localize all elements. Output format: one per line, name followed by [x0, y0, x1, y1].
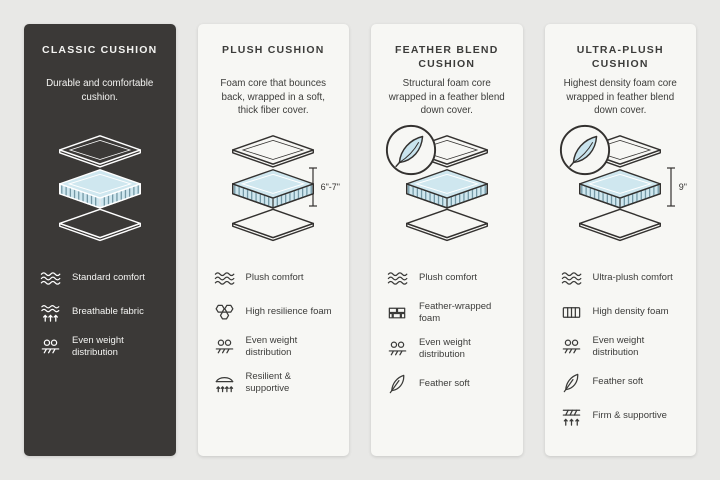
weight-distribution-icon	[39, 336, 63, 359]
waves-icon	[560, 267, 584, 290]
feature-label: Ultra-plush comfort	[592, 272, 673, 284]
feature-list: Plush comfort High resilience foam Even …	[211, 267, 337, 395]
feature-label: Feather-wrapped foam	[419, 301, 492, 325]
feather-icon	[568, 135, 597, 168]
feature-list: Ultra-plush comfort High density foam Ev…	[558, 267, 684, 428]
cushion-layers-diagram	[579, 135, 662, 242]
cushion-layers-illustration	[384, 124, 510, 249]
height-indicator: 9"	[666, 167, 687, 207]
feather-icon	[560, 371, 584, 394]
breathable-fabric-icon	[39, 301, 63, 324]
cushion-layers-diagram	[232, 135, 315, 242]
feature-label: Feather soft	[592, 376, 644, 388]
feature-item: Plush comfort	[213, 267, 335, 290]
brick-foam-icon	[386, 302, 410, 325]
waves-icon	[213, 267, 237, 290]
panel-feather-blend-cushion: FEATHER BLEND CUSHION Structural foam co…	[371, 24, 523, 456]
firm-supportive-icon	[560, 405, 584, 428]
feather-icon	[395, 135, 424, 168]
feature-label: Feather soft	[419, 377, 470, 389]
feature-item: High resilience foam	[213, 301, 335, 324]
weight-distribution-icon	[213, 336, 237, 359]
feature-label: Firm & supportive	[592, 410, 667, 422]
feature-label: Resilient & supportive	[245, 370, 291, 395]
measure-line-icon	[308, 167, 317, 207]
height-indicator: 6"-7"	[308, 167, 340, 207]
high-density-foam-icon	[560, 301, 584, 324]
resilient-supportive-icon	[213, 372, 237, 395]
panel-description: Foam core that bounces back, wrapped in …	[220, 78, 327, 117]
feature-item: Feather-wrapped foam	[386, 301, 508, 326]
feature-item: Breathable fabric	[39, 301, 161, 324]
feature-item: Firm & supportive	[560, 405, 682, 428]
height-label: 6"-7"	[320, 182, 340, 192]
feather-badge	[385, 124, 437, 176]
feature-label: High resilience foam	[245, 306, 332, 318]
feature-label: Plush comfort	[419, 272, 478, 284]
feather-badge	[559, 124, 610, 176]
weight-distribution-icon	[560, 336, 584, 359]
waves-icon	[39, 267, 63, 290]
feature-item: Ultra-plush comfort	[560, 267, 682, 290]
panel-title: FEATHER BLEND CUSHION	[395, 44, 499, 70]
feature-list: Standard comfort Breathable fabric Even …	[37, 267, 163, 360]
feature-label: Standard comfort	[72, 272, 145, 284]
feature-label: Even weight distribution	[245, 335, 298, 359]
panel-description: Structural foam core wrapped in a feathe…	[388, 78, 505, 117]
feature-item: Even weight distribution	[386, 337, 508, 362]
feature-item: Feather soft	[560, 371, 682, 394]
height-label: 9"	[678, 182, 687, 192]
feature-label: High density foam	[592, 306, 669, 318]
panel-title: ULTRA-PLUSH CUSHION	[576, 44, 664, 70]
feature-label: Even weight distribution	[419, 336, 471, 361]
cushion-layers-illustration: 6"-7"	[211, 133, 340, 249]
feature-item: Standard comfort	[39, 267, 161, 290]
feather-icon	[386, 372, 410, 395]
panel-ultra-plush-cushion: ULTRA-PLUSH CUSHION Highest density foam…	[544, 24, 696, 456]
feature-label: Plush comfort	[245, 272, 304, 284]
feature-item: High density foam	[560, 301, 682, 324]
weight-distribution-icon	[386, 338, 410, 361]
honeycomb-foam-icon	[213, 301, 237, 324]
cushion-layers-diagram	[58, 135, 141, 242]
panel-classic-cushion: CLASSIC CUSHION Durable and comfortable …	[24, 24, 176, 456]
cushion-layers-illustration: 9"	[558, 124, 687, 249]
feature-item: Plush comfort	[386, 267, 508, 290]
waves-icon	[386, 267, 410, 290]
panel-description: Durable and comfortable cushion.	[46, 78, 154, 103]
feature-label: Even weight distribution	[592, 335, 645, 359]
feature-item: Even weight distribution	[213, 335, 335, 360]
feature-label: Even weight distribution	[72, 335, 124, 359]
panel-description: Highest density foam core wrapped in fea…	[563, 78, 677, 117]
feature-label: Breathable fabric	[72, 306, 144, 318]
measure-line-icon	[666, 167, 675, 207]
feature-list: Plush comfort Feather-wrapped foam Even …	[384, 267, 510, 395]
panel-title: PLUSH CUSHION	[221, 44, 325, 56]
feature-item: Even weight distribution	[39, 335, 161, 360]
feature-item: Feather soft	[386, 372, 508, 395]
feature-item: Even weight distribution	[560, 335, 682, 360]
cushion-layers-illustration	[37, 133, 163, 249]
panel-title: CLASSIC CUSHION	[42, 44, 158, 56]
feature-item: Resilient & supportive	[213, 371, 335, 396]
panel-plush-cushion: PLUSH CUSHION Foam core that bounces bac…	[197, 24, 349, 456]
